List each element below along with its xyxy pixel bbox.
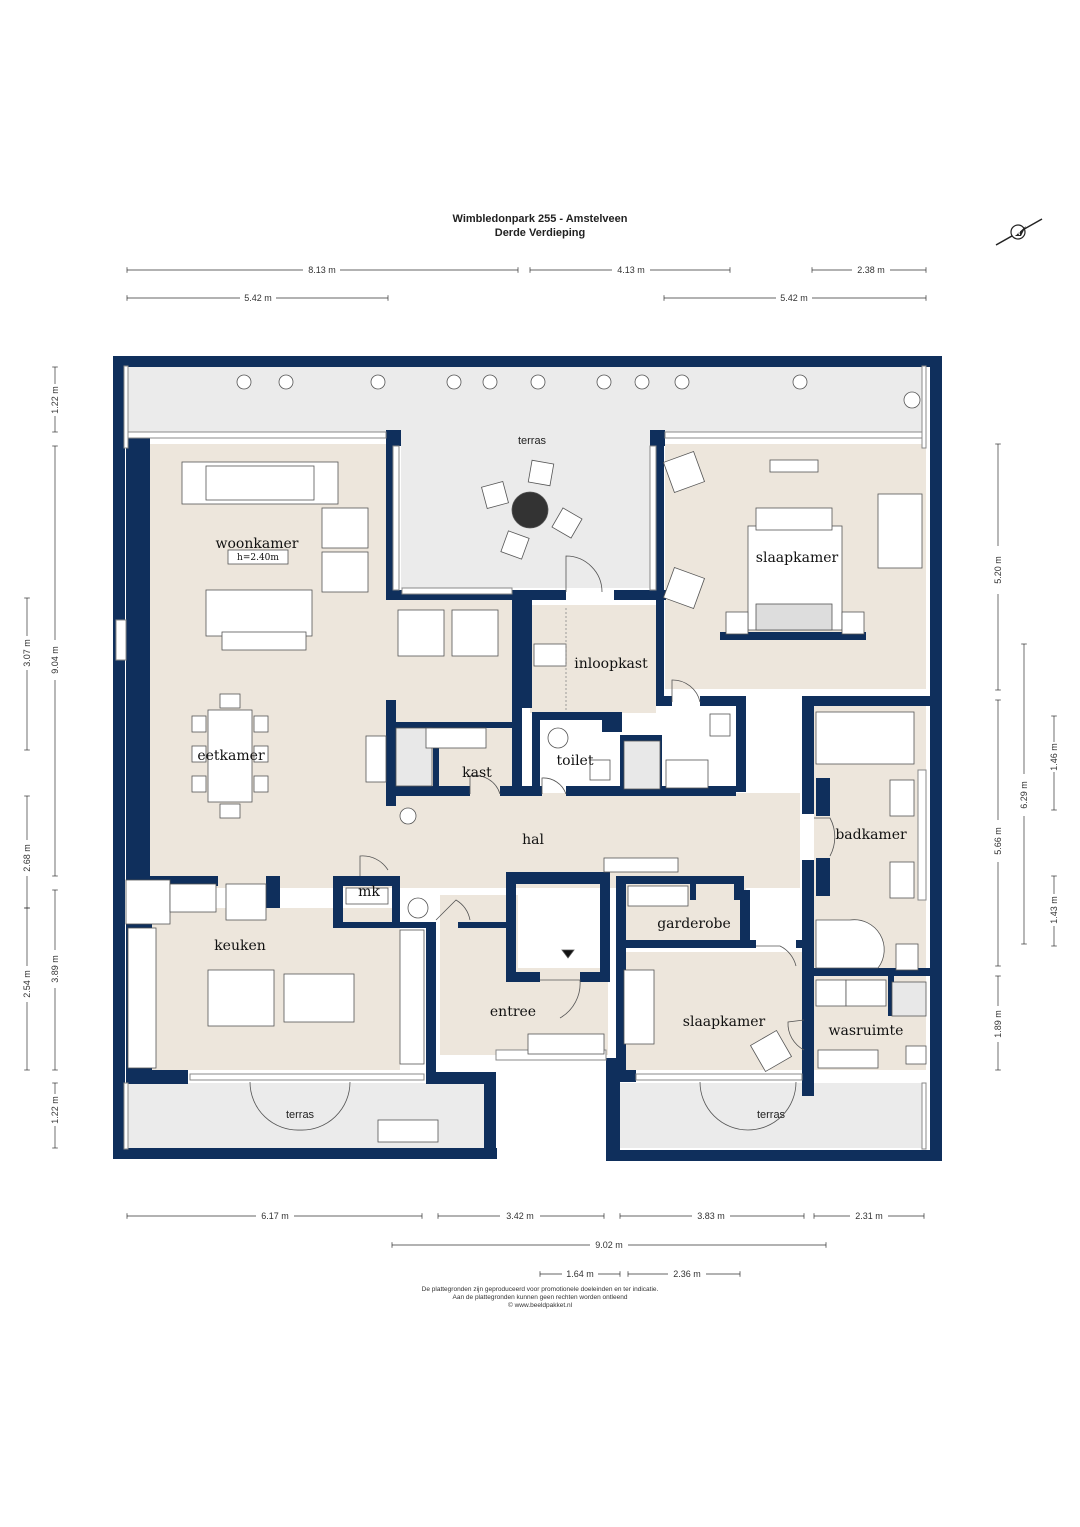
room-label-slaapkamer-1: slaapkamer xyxy=(756,550,839,566)
dim-left-7: 1.22 m xyxy=(50,1096,60,1124)
chair-icon xyxy=(662,566,706,610)
kitchen-counter xyxy=(125,879,171,925)
room-label-mk: mk xyxy=(358,884,380,900)
label-box xyxy=(227,549,289,565)
sofa-icon xyxy=(205,589,313,651)
room-label-inloopkast: inloopkast xyxy=(574,656,648,672)
dim-bottom-7: 2.36 m xyxy=(673,1269,701,1279)
compass-letter: N xyxy=(1015,230,1020,237)
toilet-icon xyxy=(905,1045,927,1065)
dim-left-6: 3.89 m xyxy=(50,955,60,983)
armchair-icon xyxy=(321,551,369,593)
room-label-garderobe: garderobe xyxy=(657,916,731,932)
table-icon xyxy=(283,973,355,1023)
dining-table-icon xyxy=(191,693,269,819)
compass-icon: N xyxy=(995,218,1043,246)
toilet-icon xyxy=(589,759,611,781)
room-label-eetkamer: eetkamer xyxy=(197,748,265,764)
dim-right-6: 1.89 m xyxy=(993,1010,1003,1038)
dim-top-1: 8.13 m xyxy=(308,265,336,275)
room-label-entree: entree xyxy=(490,1004,536,1020)
bench-icon xyxy=(377,1119,439,1143)
sink-icon xyxy=(547,727,569,749)
windows xyxy=(115,365,927,1150)
dim-top-5: 5.42 m xyxy=(780,293,808,303)
dim-bottom-2: 3.42 m xyxy=(506,1211,534,1221)
dim-left-5: 2.54 m xyxy=(22,970,32,998)
room-label-terras-bottom-right: terras xyxy=(757,1109,786,1121)
dimension-labels: 8.13 m 4.13 m 2.38 m 5.42 m 5.42 m 1.22 … xyxy=(22,265,1059,1279)
disclaimer-line-3: © www.beeldpakket.nl xyxy=(507,1302,573,1309)
sink-icon xyxy=(889,779,915,817)
shower-icon xyxy=(815,919,885,969)
dim-left-1: 1.22 m xyxy=(50,386,60,414)
dim-top-2: 4.13 m xyxy=(617,265,645,275)
dim-left-3: 3.07 m xyxy=(22,639,32,667)
terrace-table-icon xyxy=(481,459,583,560)
dim-bottom-3: 3.83 m xyxy=(697,1211,725,1221)
walls xyxy=(113,356,942,1161)
dim-left-4: 2.68 m xyxy=(22,844,32,872)
toilet-icon xyxy=(895,943,919,971)
plan-title-floor: Derde Verdieping xyxy=(494,227,586,239)
room-label-kast: kast xyxy=(462,765,492,781)
room-label-wasruimte: wasruimte xyxy=(829,1023,904,1039)
dim-bottom-1: 6.17 m xyxy=(261,1211,289,1221)
dimensions xyxy=(24,267,1057,1277)
chair-icon xyxy=(662,450,706,494)
arrow-down-icon xyxy=(561,949,575,959)
dim-right-4: 5.66 m xyxy=(993,827,1003,855)
room-label-badkamer: badkamer xyxy=(835,827,907,843)
armchair-icon xyxy=(397,609,445,657)
room-label-woonkamer: woonkamer xyxy=(216,536,299,552)
disclaimer-line-2: Aan de plattegronden kunnen geen rechten… xyxy=(452,1294,628,1301)
kitchen-counter xyxy=(127,927,157,1069)
kitchen-counter xyxy=(169,883,217,913)
dim-right-1: 5.20 m xyxy=(993,556,1003,584)
dim-right-2: 6.29 m xyxy=(1019,781,1029,809)
furniture xyxy=(125,374,927,1143)
doors xyxy=(249,555,836,1131)
bathtub-icon xyxy=(815,711,915,765)
dim-top-3: 2.38 m xyxy=(857,265,885,275)
room-label-keuken: keuken xyxy=(214,938,266,954)
dim-bottom-5: 9.02 m xyxy=(595,1240,623,1250)
dim-left-2: 9.04 m xyxy=(50,646,60,674)
dim-bottom-4: 2.31 m xyxy=(855,1211,883,1221)
dresser-icon xyxy=(877,493,923,569)
dim-bottom-6: 1.64 m xyxy=(566,1269,594,1279)
room-label-terras-top: terras xyxy=(518,435,547,447)
kitchen-counter xyxy=(399,929,425,1065)
dim-right-3: 1.46 m xyxy=(1049,743,1059,771)
room-label-toilet: toilet xyxy=(557,753,594,769)
sink-icon xyxy=(889,861,915,899)
room-label-hal: hal xyxy=(522,832,544,848)
dim-top-4: 5.42 m xyxy=(244,293,272,303)
armchair-icon xyxy=(749,1029,793,1073)
room-label-slaapkamer-2: slaapkamer xyxy=(683,1014,766,1030)
ceiling-height-label: h=2.40m xyxy=(237,553,279,563)
sink-icon xyxy=(817,1049,879,1069)
sofa-icon xyxy=(181,461,339,505)
armchair-icon xyxy=(451,609,499,657)
kitchen-island xyxy=(207,969,275,1027)
dim-right-5: 1.43 m xyxy=(1049,896,1059,924)
desk-icon xyxy=(769,459,819,473)
bed-icon xyxy=(747,507,843,631)
disclaimer-line-1: De plattegronden zijn geproduceerd voor … xyxy=(421,1286,659,1293)
armchair-icon xyxy=(321,507,369,549)
room-labels: terras woonkamer h=2.40m slaapkamer inlo… xyxy=(197,435,907,1121)
plan-title-address: Wimbledonpark 255 - Amstelveen xyxy=(452,213,628,225)
plant-icons xyxy=(236,374,921,409)
fan-icon xyxy=(225,883,267,921)
room-label-terras-bottom-left: terras xyxy=(286,1109,315,1121)
